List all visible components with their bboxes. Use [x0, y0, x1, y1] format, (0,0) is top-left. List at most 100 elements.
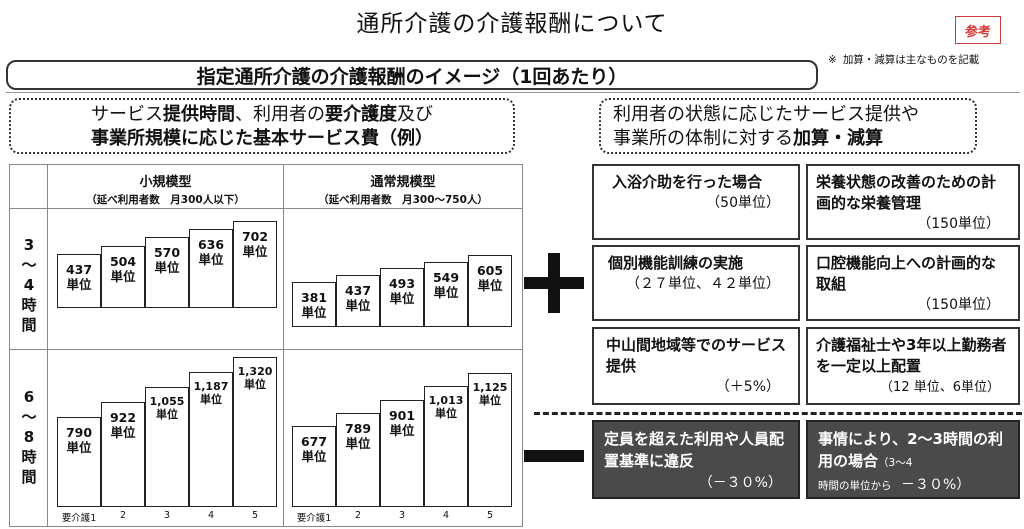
row-char: 3 — [23, 236, 35, 254]
x-tick-label: 要介護1 — [61, 513, 97, 524]
plus-icon — [524, 277, 584, 289]
heading-part-bold: 提供時間 — [163, 104, 235, 125]
row-6-8-hours: 6 〜 8 時 間 — [10, 387, 48, 487]
note: ※ 加算・減算は主なものを記載 — [828, 52, 979, 67]
heading-part: 、利用者の — [235, 104, 325, 125]
heading-part: サービス — [91, 104, 163, 125]
chart-bar — [101, 402, 145, 507]
bar-unit: 単位 — [389, 423, 415, 438]
chart-bar — [424, 386, 468, 507]
bar-value: 1,187 — [193, 380, 229, 393]
addition-oral: 口腔機能向上への計画的な取組 （150単位） — [806, 245, 1020, 321]
addition-heading: 利用者の状態に応じたサービス提供や 事業所の体制に対する加算・減算 — [599, 98, 977, 154]
bar-value: 1,013 — [428, 394, 464, 407]
chart-bar — [468, 373, 512, 507]
chart-bar — [292, 282, 336, 327]
bar-unit: 単位 — [244, 378, 266, 391]
addition-unit: （150単位） — [917, 297, 1000, 313]
subtitle-text: 指定通所介護の介護報酬のイメージ（1回あたり） — [196, 65, 628, 88]
bar-unit: 単位 — [66, 277, 92, 292]
small-scale-subtitle: （延べ利用者数 月300人以下） — [86, 194, 245, 206]
bar-value: 901 — [388, 408, 416, 423]
bar-value: 1,055 — [149, 395, 185, 408]
bar-value: 570 — [153, 245, 181, 260]
chart-bar — [57, 417, 101, 507]
bar-unit: 単位 — [66, 440, 92, 455]
basic-fee-heading-line1: サービス提供時間、利用者の要介護度及び — [11, 103, 513, 127]
addition-unit: （12 単位、6単位） — [880, 380, 1000, 395]
dashed-divider — [534, 412, 1022, 415]
chart-bar — [145, 387, 189, 507]
table-divider — [10, 208, 522, 209]
note-mark: ※ — [828, 54, 837, 66]
chart-bar — [101, 246, 145, 308]
bar-value: 789 — [344, 421, 372, 436]
row-char: 間 — [21, 468, 37, 486]
reduction-note: （3〜4 — [878, 457, 913, 469]
reduction-unit: －３０%） — [901, 477, 971, 493]
note-text: 加算・減算は主なものを記載 — [842, 54, 980, 66]
addition-unit: （150単位） — [917, 216, 1000, 232]
bar-unit: 単位 — [345, 436, 371, 451]
bar-value: 381 — [300, 290, 328, 305]
chart-bar — [336, 413, 380, 507]
basic-fee-heading: サービス提供時間、利用者の要介護度及び 事業所規模に応じた基本サービス費（例） — [9, 98, 515, 154]
reduction-label: 定員を超えた利用や人員配置基準に違反 — [604, 430, 785, 470]
basic-fee-chart-table: 小規模型 （延べ利用者数 月300人以下） 通常規模型 （延べ利用者数 月300… — [9, 164, 523, 527]
x-tick-label: 3 — [163, 510, 171, 521]
bar-unit: 単位 — [477, 278, 503, 293]
addition-nutrition: 栄養状態の改善のための計画的な栄養管理 （150単位） — [806, 164, 1020, 240]
bar-unit: 単位 — [110, 425, 136, 440]
bar-unit: 単位 — [301, 449, 327, 464]
row-char: 〜 — [21, 408, 37, 426]
bar-unit: 単位 — [479, 394, 501, 407]
x-tick-label: 要介護1 — [296, 513, 332, 524]
addition-label: 口腔機能向上への計画的な取組 — [816, 254, 997, 293]
bar-unit: 単位 — [301, 305, 327, 320]
x-tick-label: 4 — [442, 510, 450, 521]
normal-scale-subtitle: （延べ利用者数 月300〜750人） — [318, 194, 488, 206]
row-char: 8 — [23, 428, 35, 446]
row-3-4-hours: 3 〜 4 時 間 — [10, 235, 48, 335]
x-tick-label: 5 — [486, 510, 494, 521]
row-char: 〜 — [21, 256, 37, 274]
chart-bar — [468, 255, 512, 327]
heading-part-bold: 加算・減算 — [793, 128, 883, 149]
chart-bar — [189, 372, 233, 507]
bar-value: 677 — [300, 434, 328, 449]
heading-part: 及び — [397, 104, 433, 125]
bar-unit: 単位 — [435, 407, 457, 420]
bar-value: 437 — [344, 283, 372, 298]
reduction-label: 事情により、2〜3時間の利用の場合 — [818, 430, 1003, 470]
x-tick-label: 2 — [354, 510, 362, 521]
reduction-unit-line: 時間の単位から －３０%） — [818, 474, 1008, 496]
bar-unit: 単位 — [200, 393, 222, 406]
addition-bathing: 入浴介助を行った場合 （50単位） — [592, 164, 800, 240]
addition-label: 個別機能訓練の実施 — [608, 254, 744, 272]
table-divider — [47, 165, 48, 526]
bar-unit: 単位 — [110, 269, 136, 284]
x-tick-label: 4 — [207, 510, 215, 521]
table-divider — [10, 349, 522, 350]
bar-unit: 単位 — [198, 252, 224, 267]
bar-value: 636 — [197, 237, 225, 252]
chart-bar — [336, 275, 380, 327]
addition-label: 栄養状態の改善のための計画的な栄養管理 — [816, 173, 997, 212]
minus-icon — [524, 450, 584, 462]
chart-bar — [189, 229, 233, 308]
bar-unit: 単位 — [242, 244, 268, 259]
chart-bar — [292, 426, 336, 507]
